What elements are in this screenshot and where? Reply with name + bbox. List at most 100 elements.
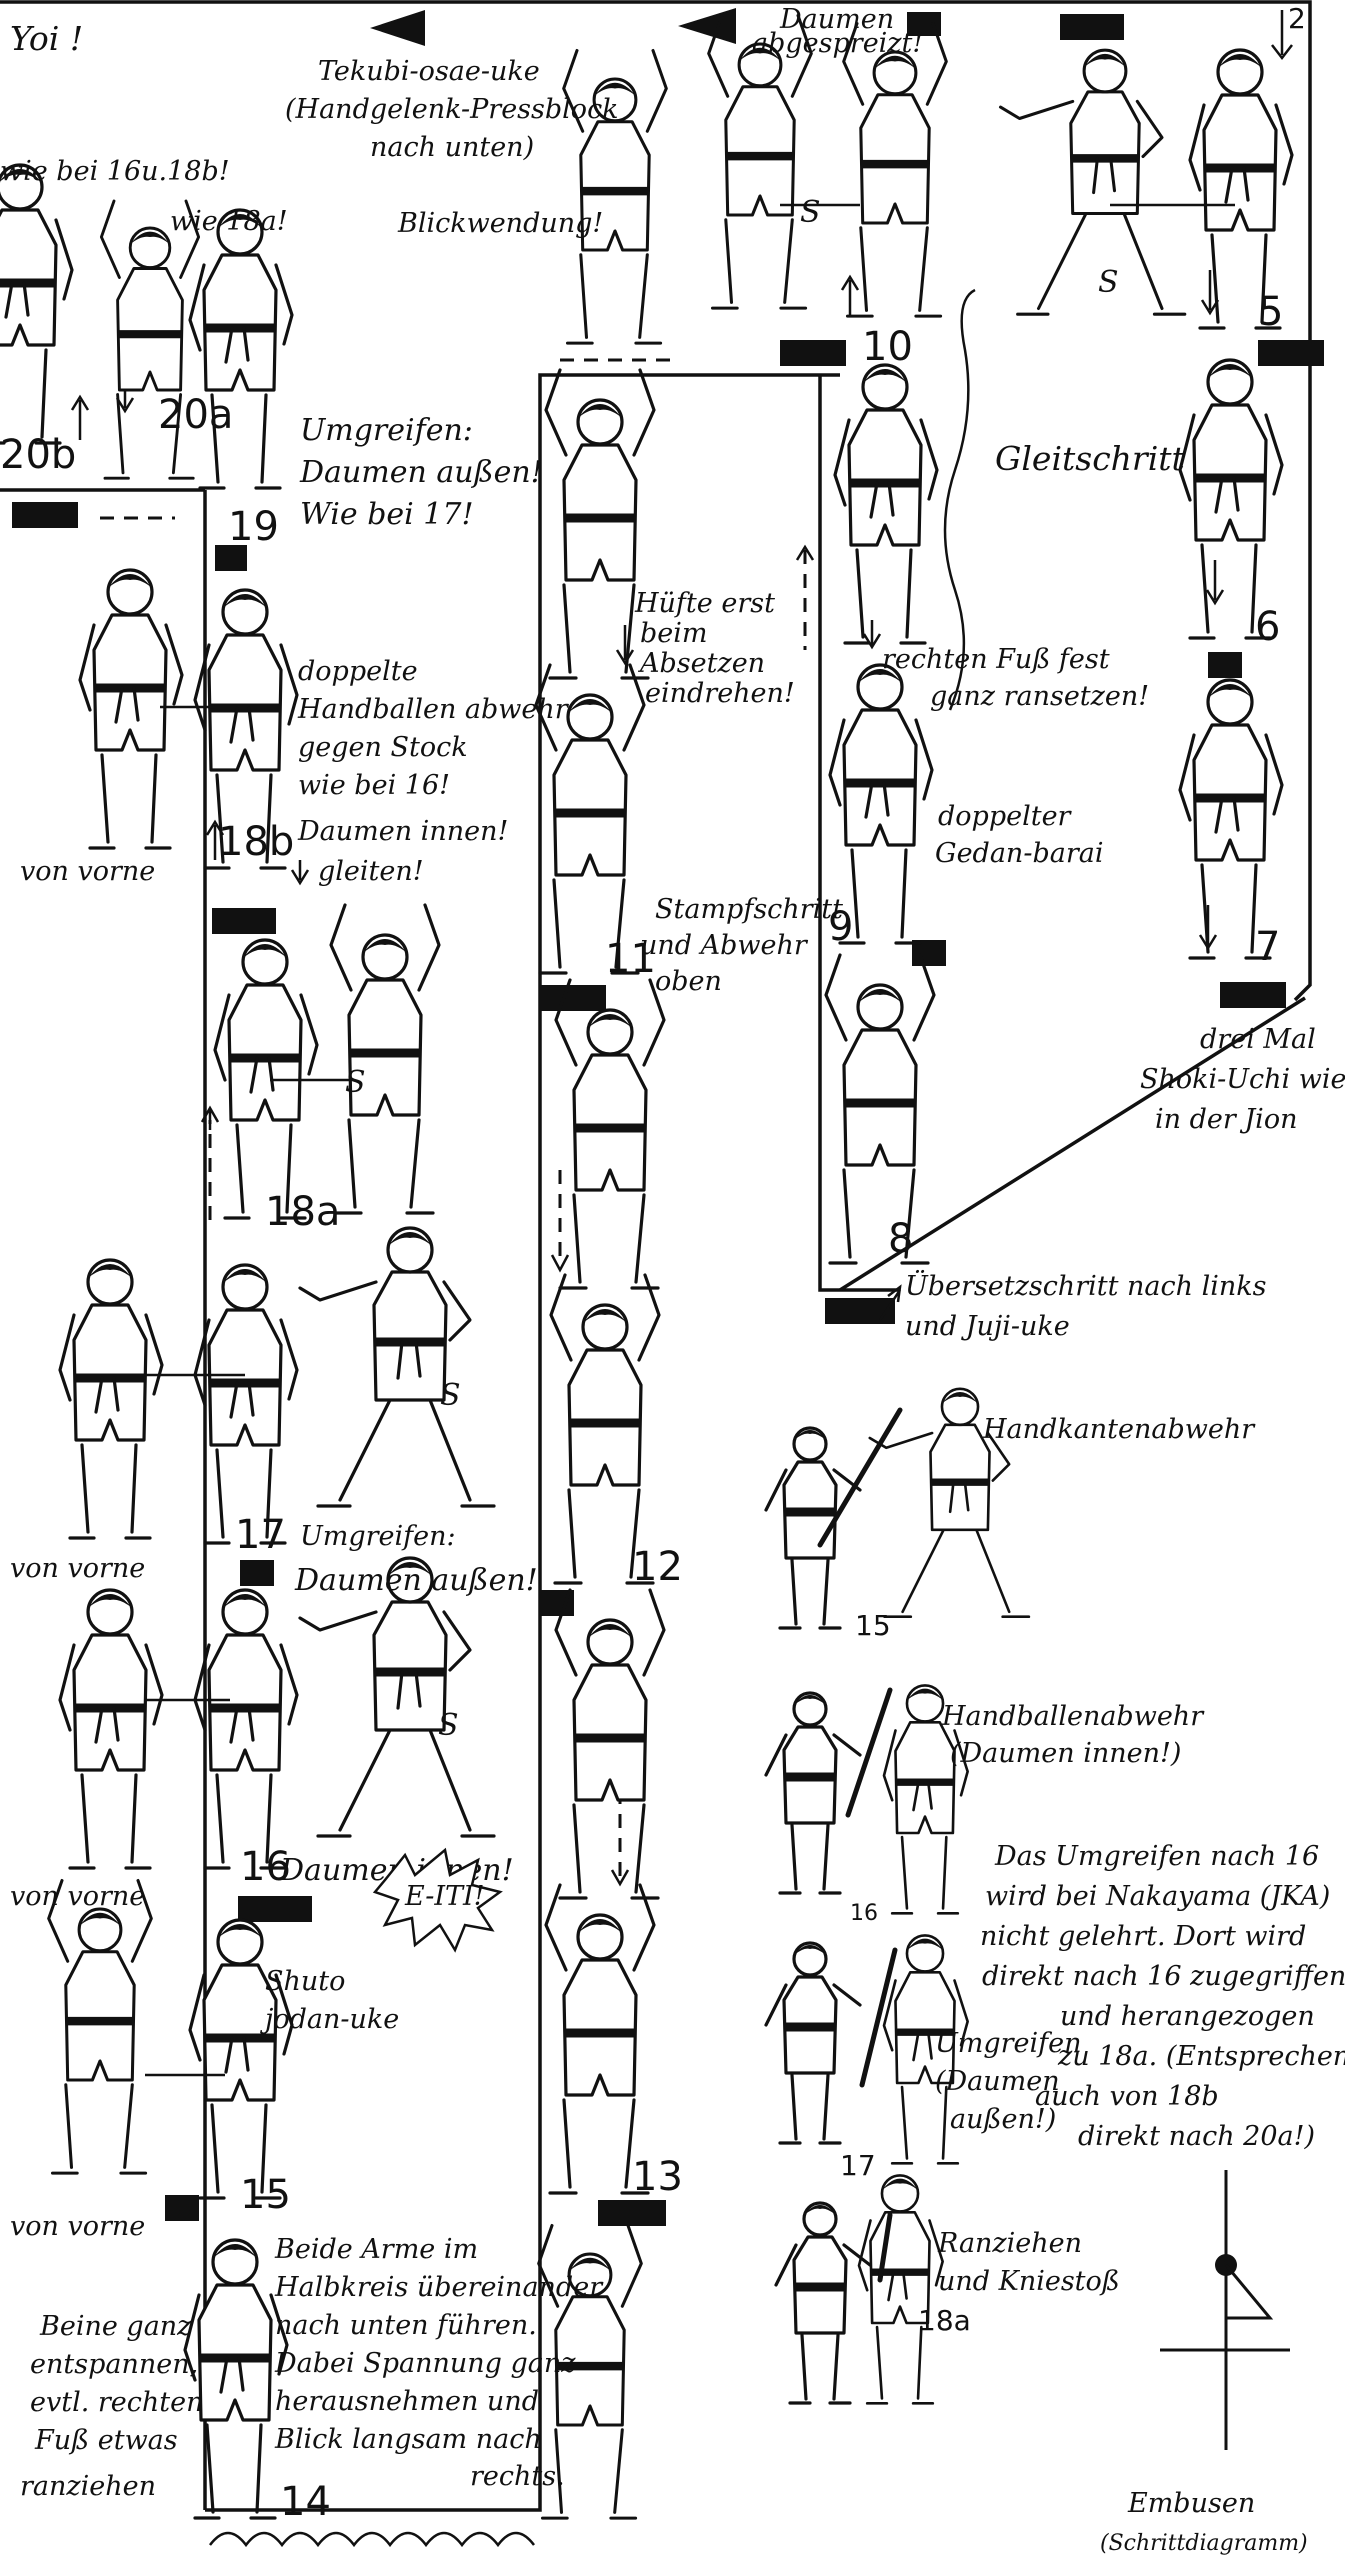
figure-step-6: [1180, 360, 1282, 638]
label-s-18a: S: [345, 1065, 366, 1100]
svg-text:Shuto: Shuto: [265, 1966, 345, 1997]
figure-kick: [556, 1590, 664, 1898]
label-daumen-abgespreizt: Daumen abgespreizt!: [752, 4, 923, 59]
svg-text:Fuß etwas: Fuß etwas: [34, 2425, 178, 2456]
svg-text:Tekubi-osae-uke: Tekubi-osae-uke: [318, 56, 540, 87]
label-uebersetzschritt: Übersetzschritt nach links und Juji-uke: [905, 1268, 1266, 1342]
svg-text:Absetzen: Absetzen: [637, 648, 765, 679]
svg-text:direkt nach 20a!): direkt nach 20a!): [1078, 2121, 1315, 2152]
svg-text:doppelter: doppelter: [938, 801, 1073, 832]
position-bar: [540, 985, 606, 1011]
svg-text:gegen Stock: gegen Stock: [298, 732, 468, 763]
svg-text:Umgreifen: Umgreifen: [935, 2028, 1082, 2059]
svg-text:oben: oben: [655, 966, 722, 997]
svg-text:rechts.: rechts.: [470, 2461, 565, 2492]
svg-text:beim: beim: [640, 618, 708, 649]
svg-text:Halbkreis übereinander: Halbkreis übereinander: [274, 2272, 604, 2303]
svg-text:drei Mal: drei Mal: [1200, 1024, 1316, 1055]
step-13: 13: [632, 2154, 683, 2200]
position-bar: [598, 2200, 666, 2226]
label-huefte: Hüfte erst beim Absetzen eindrehen!: [634, 588, 795, 709]
position-bar: [165, 2195, 199, 2221]
label-stampfschritt: Stampfschritt und Abwehr oben: [640, 894, 843, 997]
step-15: 15: [240, 2172, 291, 2218]
label-gleitschritt: Gleitschritt: [995, 439, 1186, 478]
position-bar: [1208, 652, 1242, 678]
label-doppelte-handballen: doppelte Handballen abwehr gegen Stock w…: [297, 656, 570, 801]
label-wie-16-18b: wie bei 16u.18b!: [0, 156, 230, 187]
label-handballenabwehr: Handballenabwehr (Daumen innen!): [941, 1701, 1205, 1769]
svg-text:entspannen,: entspannen,: [30, 2349, 198, 2380]
svg-text:nicht gelehrt. Dort wird: nicht gelehrt. Dort wird: [980, 1921, 1306, 1952]
label-beine: Beine ganz entspannen, evtl. rechten Fuß…: [20, 2311, 204, 2502]
partner-step-17: 17: [840, 2149, 876, 2182]
partner-step-16: 16: [850, 1901, 878, 1926]
label-shuto: Shuto jodan-uke: [260, 1966, 399, 2035]
svg-text:Beine ganz: Beine ganz: [39, 2311, 192, 2342]
step-19: 19: [228, 504, 279, 550]
step-6: 6: [1255, 604, 1280, 650]
svg-text:Umgreifen:: Umgreifen:: [300, 1521, 456, 1552]
figure-step-4: [1001, 50, 1185, 314]
figure-step-20b: [0, 165, 72, 443]
svg-text:und herangezogen: und herangezogen: [1060, 2001, 1315, 2032]
svg-text:Daumen außen!: Daumen außen!: [294, 1563, 538, 1598]
figure-tekubi-osae-uke: [709, 15, 812, 308]
svg-text:Übersetzschritt nach links: Übersetzschritt nach links: [905, 1268, 1266, 1302]
figure-daumen-abgespreizt: [844, 23, 947, 316]
svg-text:(Daumen innen!): (Daumen innen!): [950, 1738, 1181, 1769]
label-von-vorne-15: von vorne: [10, 2211, 145, 2242]
svg-text:ganz ransetzen!: ganz ransetzen!: [930, 681, 1149, 712]
svg-text:Handballen abwehr: Handballen abwehr: [297, 694, 570, 725]
direction-triangle-left: [678, 8, 736, 44]
svg-text:gleiten!: gleiten!: [318, 856, 424, 887]
figure-von-vorne-15: [49, 1881, 152, 2174]
label-ranziehen: Ranziehen und Kniestoß: [937, 2228, 1120, 2297]
svg-text:nach unten führen.: nach unten führen.: [275, 2310, 537, 2341]
svg-text:außen!): außen!): [950, 2104, 1056, 2135]
svg-text:Wie bei 17!: Wie bei 17!: [300, 497, 474, 532]
step-10: 10: [862, 324, 913, 370]
figure-hip-turn: [546, 370, 654, 678]
label-yoi: Yoi !: [10, 19, 83, 58]
step-7: 7: [1255, 924, 1280, 970]
label-kiai: E-ITI!: [404, 1881, 485, 1912]
figure-step-18a-partner: [331, 905, 439, 1213]
position-bar: [1060, 14, 1124, 40]
label-von-vorne-16: von vorne: [10, 1881, 145, 1912]
partner-step-18a: 18a: [918, 2304, 971, 2337]
svg-text:herausnehmen und: herausnehmen und: [275, 2386, 539, 2417]
svg-text:Umgreifen:: Umgreifen:: [300, 413, 473, 448]
figure-step-13: [546, 1885, 654, 2193]
label-umgreifen-19: Umgreifen: Daumen außen! Wie bei 17!: [299, 413, 543, 532]
svg-text:und Abwehr: und Abwehr: [640, 930, 809, 961]
svg-text:nach unten): nach unten): [370, 132, 534, 163]
position-bar: [780, 340, 846, 366]
position-bar: [240, 1560, 274, 1586]
svg-text:in der Jion: in der Jion: [1155, 1104, 1297, 1135]
svg-text:ranziehen: ranziehen: [20, 2471, 156, 2502]
figure-step-16-stance: [300, 1558, 494, 1836]
svg-text:Daumen außen!: Daumen außen!: [299, 455, 543, 490]
label-wie-18a: wie 18a!: [170, 206, 288, 237]
step-5: 5: [1258, 289, 1283, 335]
svg-text:direkt nach 16 zugegriffen: direkt nach 16 zugegriffen: [982, 1961, 1345, 1992]
svg-text:und Juji-uke: und Juji-uke: [905, 1311, 1070, 1342]
svg-text:(Schrittdiagramm): (Schrittdiagramm): [1100, 2531, 1308, 2556]
figure-step-9: [830, 665, 932, 943]
svg-text:Gedan-barai: Gedan-barai: [935, 838, 1103, 869]
figure-stamp-step: [556, 980, 664, 1288]
label-handkantenabwehr: Handkantenabwehr: [982, 1414, 1256, 1445]
svg-text:Das Umgreifen nach 16: Das Umgreifen nach 16: [994, 1841, 1319, 1872]
step-18a: 18a: [265, 1189, 340, 1235]
step-14: 14: [280, 2479, 331, 2525]
svg-text:Stampfschritt: Stampfschritt: [655, 894, 843, 925]
label-beide-arme: Beide Arme im Halbkreis übereinander nac…: [274, 2234, 604, 2492]
svg-text:abgespreizt!: abgespreizt!: [752, 28, 923, 59]
label-doppelter-gedan: doppelter Gedan-barai: [935, 801, 1103, 869]
step-11: 11: [605, 936, 656, 982]
step-18b: 18b: [218, 819, 294, 865]
svg-text:rechten Fuß fest: rechten Fuß fest: [882, 644, 1110, 675]
label-embusen: Embusen (Schrittdiagramm): [1100, 2488, 1308, 2556]
